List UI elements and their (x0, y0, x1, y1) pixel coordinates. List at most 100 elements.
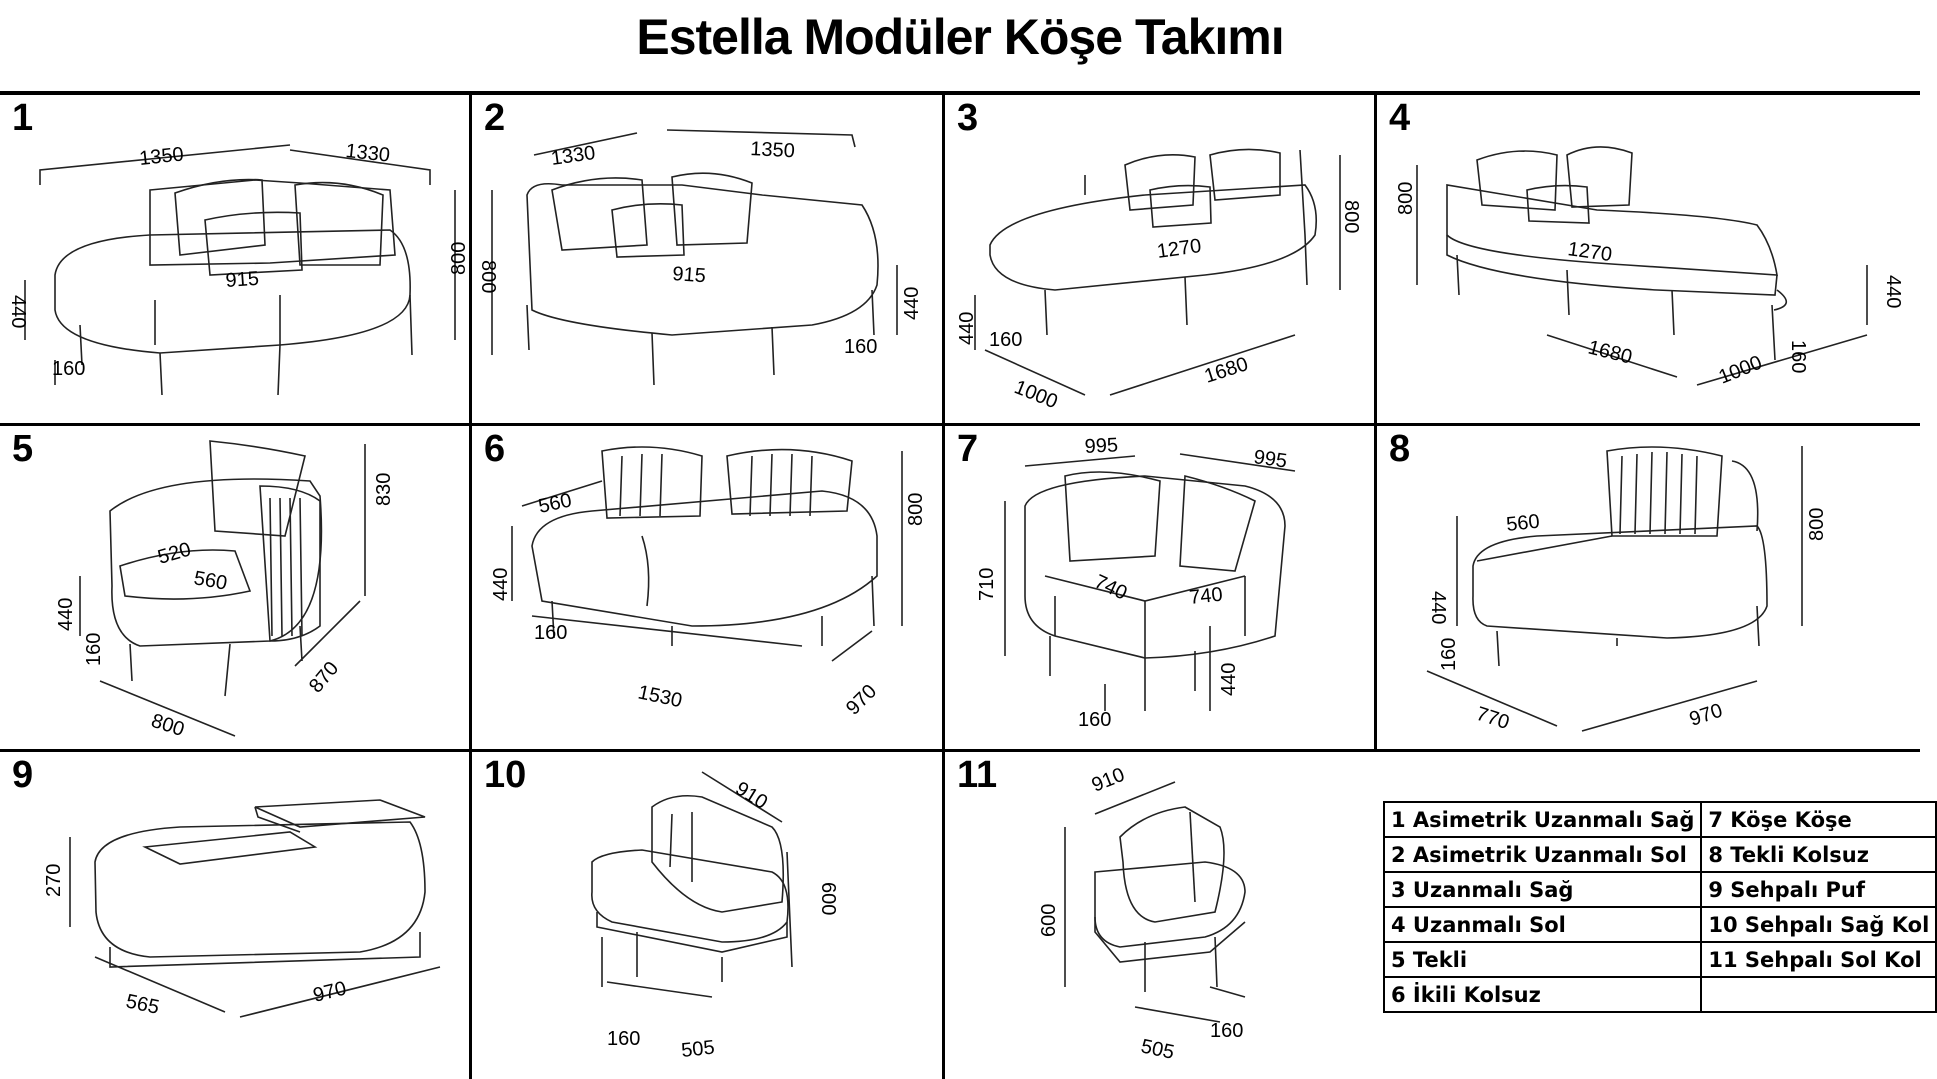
dim-label: 800 (1806, 508, 1828, 541)
module-cell-7: 7 995 995 710 740 740 440 160 (945, 426, 1374, 749)
dim-label: 160 (607, 1028, 640, 1050)
grid-col-line-3 (1374, 91, 1377, 751)
module-number: 2 (484, 97, 506, 139)
legend-item: 1 Asimetrik Uzanmalı Sağ (1382, 801, 1703, 838)
dim-label: 160 (989, 329, 1022, 351)
module-11-drawing: 910 600 505 160 (1038, 764, 1246, 1064)
dim-label: 600 (817, 882, 839, 915)
legend-item: 4 Uzanmalı Sol (1382, 906, 1703, 943)
module-number: 6 (484, 428, 506, 470)
dim-label: 560 (1505, 511, 1540, 536)
dim-label: 740 (1188, 584, 1223, 609)
module-8-drawing: 560 800 440 160 770 970 (1426, 446, 1828, 734)
dim-label: 770 (1473, 703, 1512, 734)
legend-item: 7 Köşe Köşe (1700, 801, 1937, 838)
dim-label: 1330 (344, 140, 391, 167)
dim-label: 160 (534, 622, 567, 644)
legend-item: 11 Sehpalı Sol Kol (1700, 941, 1937, 978)
dim-label: 565 (124, 990, 161, 1018)
dim-label: 800 (448, 242, 470, 275)
dim-label: 160 (1438, 638, 1460, 671)
dim-label: 970 (311, 977, 349, 1006)
dim-label: 1680 (1586, 337, 1635, 369)
dim-label: 1000 (1716, 352, 1766, 389)
module-9-drawing: 270 565 970 (43, 799, 441, 1019)
dim-label: 560 (192, 567, 229, 594)
legend-item: 9 Sehpalı Puf (1700, 871, 1937, 908)
grid-col-line-1 (469, 91, 472, 1079)
dim-label: 915 (672, 263, 707, 287)
dim-label: 1270 (1156, 235, 1203, 263)
dim-label: 440 (490, 568, 512, 601)
dim-label: 160 (844, 336, 877, 358)
legend-item: 8 Tekli Kolsuz (1700, 836, 1937, 873)
dim-label: 160 (1210, 1020, 1243, 1042)
module-number: 8 (1389, 428, 1411, 470)
legend-item: 2 Asimetrik Uzanmalı Sol (1382, 836, 1703, 873)
dim-label: 1530 (636, 681, 684, 712)
dim-label: 910 (1089, 764, 1128, 797)
grid-mid-line-2 (0, 749, 1920, 752)
dim-label: 970 (1687, 700, 1726, 731)
grid-top-line (0, 91, 1920, 95)
dim-label: 870 (305, 658, 343, 698)
dim-label: 800 (1340, 200, 1362, 233)
module-number: 1 (12, 97, 34, 139)
legend-item: 5 Tekli (1382, 941, 1703, 978)
legend-item (1700, 976, 1937, 1013)
module-2-drawing: 1330 1350 915 800 440 160 (477, 129, 923, 386)
dim-label: 270 (43, 864, 65, 897)
dim-label: 440 (1882, 275, 1904, 308)
page-title: Estella Modüler Köşe Takımı (636, 9, 1284, 65)
dim-label: 800 (1395, 182, 1417, 215)
dim-label: 505 (680, 1037, 715, 1062)
module-number: 11 (957, 754, 998, 796)
module-number: 3 (957, 97, 979, 139)
dim-label: 1350 (750, 138, 796, 162)
dim-label: 1350 (138, 143, 185, 170)
dim-label: 160 (52, 358, 85, 380)
module-10-drawing: 910 600 160 505 (591, 771, 839, 1062)
dim-label: 440 (956, 312, 978, 345)
module-number: 4 (1389, 97, 1411, 139)
dim-label: 560 (536, 489, 573, 517)
legend-row: 5 Tekli 11 Sehpalı Sol Kol (1382, 941, 1937, 978)
dim-label: 440 (7, 295, 29, 328)
dim-label: 160 (1787, 340, 1809, 373)
module-7-drawing: 995 995 710 740 740 440 160 (976, 434, 1296, 731)
legend-row: 1 Asimetrik Uzanmalı Sağ 7 Köşe Köşe (1382, 801, 1937, 838)
dim-label: 1330 (550, 142, 597, 170)
module-3-drawing: 1270 800 440 160 1000 1680 (956, 148, 1362, 413)
dim-label: 910 (731, 778, 771, 814)
module-number: 9 (12, 754, 34, 796)
dim-label: 160 (1078, 709, 1111, 731)
dim-label: 995 (1084, 434, 1118, 458)
dim-label: 970 (842, 680, 881, 719)
legend-item: 10 Sehpalı Sağ Kol (1700, 906, 1937, 943)
legend-item: 3 Uzanmalı Sağ (1382, 871, 1703, 908)
dim-label: 740 (1091, 571, 1131, 605)
module-number: 7 (957, 428, 979, 470)
dim-label: 1270 (1566, 238, 1613, 266)
dim-label: 830 (373, 473, 395, 506)
dim-label: 1680 (1202, 353, 1251, 388)
dim-label: 1000 (1011, 376, 1061, 413)
module-cell-8: 8 560 800 440 160 770 970 (1377, 426, 1920, 749)
module-6-drawing: 560 800 440 160 1530 970 (490, 446, 927, 720)
legend-row: 2 Asimetrik Uzanmalı Sol 8 Tekli Kolsuz (1382, 836, 1937, 873)
legend-row: 3 Uzanmalı Sağ 9 Sehpalı Puf (1382, 871, 1937, 908)
dim-label: 995 (1252, 446, 1288, 472)
dim-label: 600 (1038, 904, 1060, 937)
module-cell-10: 10 910 600 160 505 (472, 752, 942, 1079)
grid-mid-line-1 (0, 423, 1920, 426)
module-cell-4: 4 1270 800 440 160 1680 1000 (1377, 95, 1920, 423)
dim-label: 800 (905, 493, 927, 526)
legend-item: 6 İkili Kolsuz (1382, 976, 1703, 1013)
dim-label: 160 (83, 633, 105, 666)
legend-row: 6 İkili Kolsuz (1382, 976, 1937, 1013)
module-cell-3: 3 1270 800 440 160 1000 1680 (945, 95, 1374, 423)
module-cell-1: 1 1350 1330 915 800 440 160 (0, 95, 470, 423)
dim-label: 710 (976, 568, 998, 601)
dim-label: 505 (1139, 1035, 1176, 1063)
module-cell-9: 9 270 565 970 (0, 752, 469, 1079)
